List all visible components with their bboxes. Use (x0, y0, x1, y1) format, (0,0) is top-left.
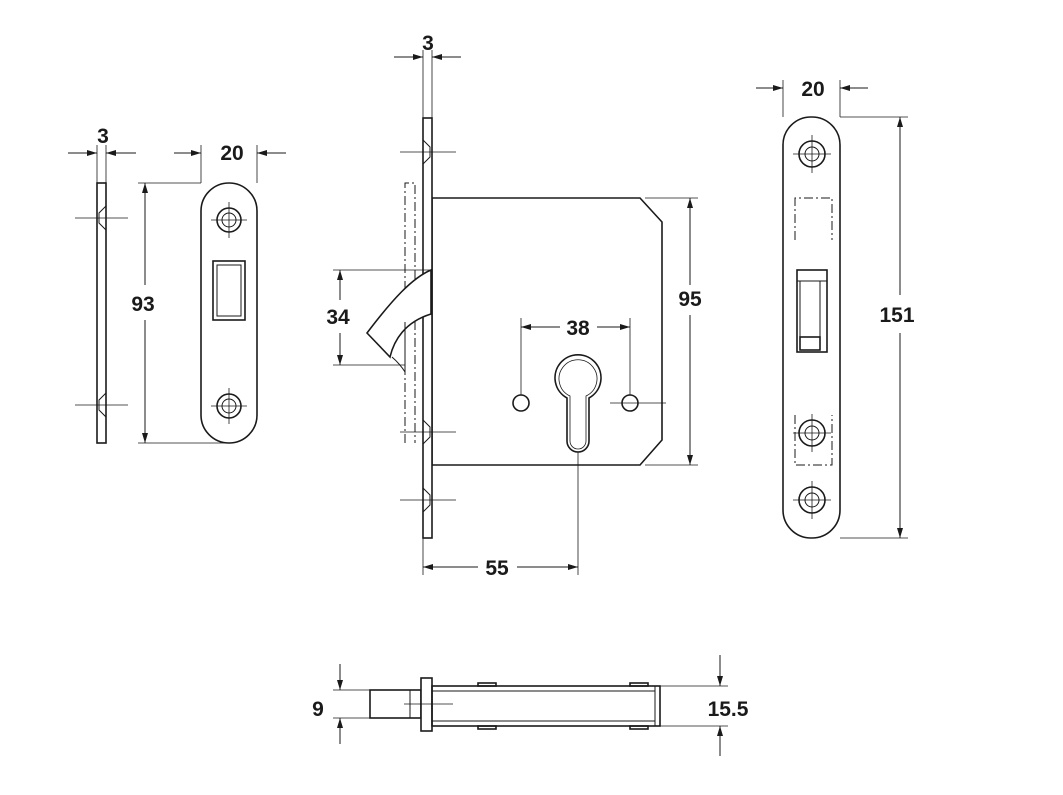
dimension-strike-height: 93 (131, 182, 229, 444)
lock-body (431, 197, 663, 466)
strike-plate-front-view (200, 182, 258, 444)
dimension-body-thickness: 15.5 (660, 655, 749, 756)
cylinder-keyhole (554, 354, 602, 453)
strike-plate-side-view (75, 182, 128, 444)
dimension-body-height: 95 (645, 197, 702, 466)
faceplate-screw-hole-bottom (793, 481, 831, 519)
dimension-label: 151 (879, 304, 914, 327)
dimension-strike-width: 20 (174, 142, 286, 183)
dimension-label: 95 (678, 288, 702, 311)
dimension-label: 34 (326, 306, 350, 329)
dimension-label: 55 (485, 557, 509, 580)
dimension-label: 9 (312, 698, 324, 721)
dimension-label: 20 (220, 142, 243, 165)
dimension-bolt-thickness: 9 (312, 664, 370, 744)
dimension-hole-spacing: 38 (520, 317, 631, 395)
hidden-outline-upper (794, 197, 833, 240)
faceplate-front-view (782, 116, 841, 539)
strike-latch-slot (212, 260, 246, 321)
dimension-latch-projection: 34 (326, 269, 431, 366)
dimension-backset: 55 (422, 452, 579, 580)
strike-screw-hole-top (211, 202, 247, 238)
hook-latch (365, 268, 432, 373)
dimension-label: 15.5 (708, 698, 749, 721)
dimension-faceplate-thickness: 3 (394, 32, 461, 118)
fixing-hole-left (512, 394, 530, 412)
edge-view-body (431, 682, 661, 730)
dimension-strike-side-thickness: 3 (68, 125, 136, 183)
dimension-label: 3 (97, 125, 109, 148)
lock-edge-view (369, 677, 661, 732)
dimension-label: 93 (131, 293, 154, 316)
faceplate-screw-hole-middle (793, 414, 831, 452)
hidden-outline-lower (794, 415, 833, 466)
faceplate-screw-hole-top (793, 135, 831, 173)
dimension-label: 20 (801, 78, 824, 101)
dimension-label: 38 (566, 317, 590, 340)
lock-faceplate (400, 117, 456, 539)
dimension-faceplate-width: 20 (756, 78, 868, 117)
dimension-faceplate-height: 151 (840, 116, 915, 539)
edge-view-faceplate (420, 677, 433, 732)
strike-screw-hole-bottom (211, 388, 247, 424)
dimension-label: 3 (422, 32, 434, 55)
faceplate-latch-opening (796, 269, 828, 353)
